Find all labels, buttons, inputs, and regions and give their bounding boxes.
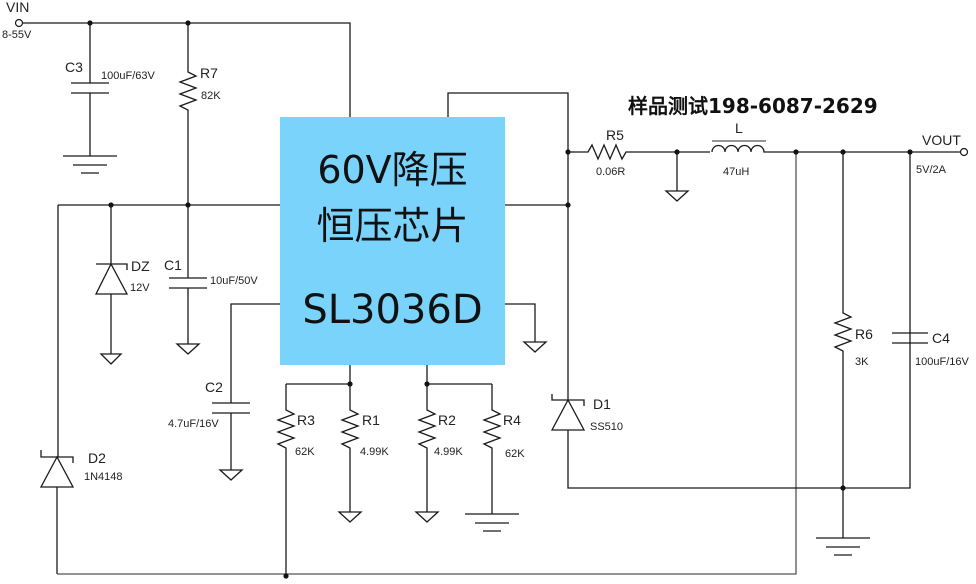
c1-value: 10uF/50V	[210, 275, 258, 287]
d2-ref: D2	[88, 450, 106, 466]
r4-value: 62K	[505, 448, 525, 460]
resistor-r5: R5 0.06R	[568, 127, 710, 178]
vout-rating: 5V/2A	[916, 164, 947, 176]
l-value: 47uH	[723, 166, 749, 178]
resistor-r3: R3 62K	[276, 384, 315, 576]
r3-value: 62K	[295, 446, 315, 458]
boot-wire	[447, 92, 569, 152]
chip-sl3036d: 60V降压 恒压芯片 SL3036D	[280, 117, 505, 365]
r7-value: 82K	[201, 90, 221, 102]
vout-label: VOUT	[922, 132, 961, 148]
vin-port: VIN 8-55V	[2, 0, 32, 41]
r6-ref: R6	[855, 326, 873, 342]
vin-label: VIN	[6, 0, 29, 15]
inductor-l: L 47uH	[711, 120, 960, 178]
junction	[793, 149, 799, 155]
capacitor-c4: C4 100uF/16V	[892, 330, 969, 368]
l-ref: L	[735, 120, 743, 136]
d2-value: 1N4148	[84, 471, 123, 483]
r7-ref: R7	[200, 65, 218, 81]
c3-value: 100uF/63V	[101, 70, 155, 82]
r5-value: 0.06R	[596, 166, 625, 178]
vin-range: 8-55V	[2, 29, 32, 41]
vout-port: VOUT 5V/2A	[916, 132, 969, 176]
chip-title-line2: 恒压芯片	[316, 204, 469, 248]
r5-ref: R5	[606, 127, 624, 143]
zener-dz: DZ 12V	[94, 205, 150, 365]
r3-ref: R3	[297, 412, 315, 428]
capacitor-c1: C1 10uF/50V	[164, 205, 258, 355]
r1-value: 4.99K	[360, 446, 389, 458]
junction	[907, 149, 913, 155]
resistor-r4: R4 62K	[465, 384, 525, 532]
chip-part-number: SL3036D	[302, 287, 483, 333]
fb-wires	[286, 365, 492, 385]
d1-value: SS510	[590, 421, 623, 433]
c1-ref: C1	[164, 257, 182, 273]
d1-ref: D1	[593, 396, 611, 412]
r2-value: 4.99K	[434, 446, 463, 458]
junction	[283, 573, 289, 579]
c2-ref: C2	[205, 379, 223, 395]
r6-value: 3K	[855, 356, 869, 368]
capacitor-c2: C2 4.7uF/16V	[168, 303, 280, 481]
r2-ref: R2	[438, 412, 456, 428]
resistor-r1: R1 4.99K	[337, 384, 389, 523]
junction	[840, 485, 846, 491]
bottom-return-wire	[57, 152, 797, 575]
dz-ref: DZ	[131, 258, 150, 274]
c4-ref: C4	[932, 330, 950, 346]
r1-ref: R1	[362, 412, 380, 428]
resistor-r2: R2 4.99K	[414, 384, 463, 523]
ground-icon	[664, 152, 690, 202]
c4-value: 100uF/16V	[915, 356, 969, 368]
ground-icon	[522, 341, 548, 353]
r4-ref: R4	[503, 412, 521, 428]
capacitor-c3: C3 100uF/63V	[63, 23, 155, 174]
c2-value: 4.7uF/16V	[168, 418, 219, 430]
resistor-r7: R7 82K	[178, 23, 221, 205]
gnd-pin-wire	[505, 303, 536, 342]
diode-d2: D2 1N4148	[39, 205, 123, 574]
chip-title-line1: 60V降压	[317, 148, 468, 192]
dz-value: 12V	[130, 282, 150, 294]
vin-wire	[23, 22, 351, 117]
sample-test-contact: 样品测试198-6087-2629	[628, 94, 878, 118]
c3-ref: C3	[65, 59, 83, 75]
diode-d1: D1 SS510	[550, 152, 911, 489]
resistor-r6: R6 3K	[816, 152, 873, 556]
